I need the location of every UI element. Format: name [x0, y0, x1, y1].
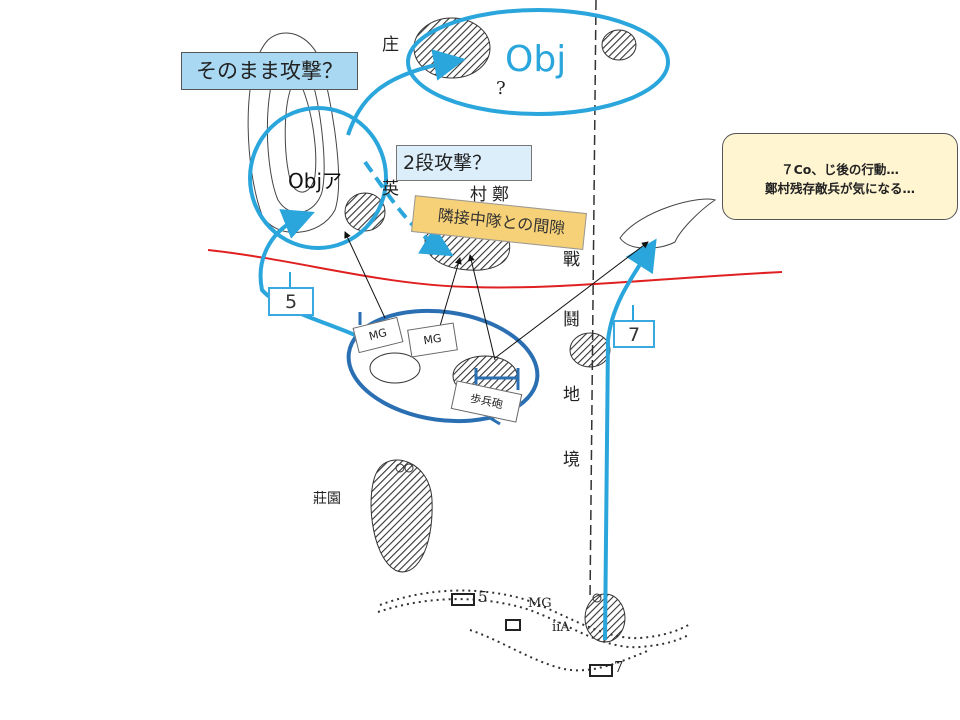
arrow-two-stage: [363, 160, 454, 257]
fire-lines: [344, 231, 649, 361]
direct-attack-callout: そのまま攻撃？: [181, 52, 358, 90]
label-zheng: 鄭: [492, 185, 509, 205]
note-callout: ７Co、じ後の行動… 鄭村残存敵兵が気になる…: [722, 133, 958, 220]
unit-7-symbol: [589, 664, 613, 677]
arrow-7-route: [603, 238, 657, 641]
unit-7-box: 7: [613, 320, 655, 348]
marker-estate-1: [395, 463, 405, 473]
label-battle: 戰: [563, 250, 580, 270]
label-ia: ⅱA: [552, 620, 570, 635]
support-ellipse: [346, 308, 540, 424]
label-mg-bottom: MG: [528, 596, 552, 611]
label-estate: 莊園: [313, 491, 341, 507]
marker-south: [592, 593, 602, 603]
label-fight: 鬪: [563, 310, 580, 330]
obj-ellipse: [406, 8, 670, 116]
mg-symbol: [505, 619, 521, 631]
label-unit-5: 5: [478, 588, 488, 606]
riverbank: [377, 589, 691, 672]
marker-estate-2: [404, 463, 414, 473]
unit-5-symbol: [451, 593, 475, 606]
label-zhuang: 庄: [382, 35, 399, 55]
east-ridge: [619, 198, 717, 249]
note-line-2: 鄭村残存敵兵が気になる…: [764, 181, 915, 196]
front-line: [207, 249, 783, 289]
arrow-to-obj: [346, 49, 466, 136]
obj-a-label: Objア: [288, 169, 342, 193]
obj-label: Obj: [505, 39, 567, 80]
boundary-line: [589, 0, 597, 601]
arrow-5-route: [258, 209, 356, 337]
estate: [370, 459, 433, 573]
village-ne: [601, 29, 637, 61]
note-line-1: ７Co、じ後の行動…: [781, 162, 899, 177]
unit-5-box: 5: [268, 287, 314, 316]
label-ground: 地: [563, 385, 580, 405]
hill-left-bottom: [369, 352, 421, 384]
two-stage-attack-callout: 2段攻撃？: [396, 145, 532, 181]
label-ying: 英: [382, 179, 399, 199]
label-boundary: 境: [563, 450, 580, 470]
label-question: ?: [496, 78, 506, 99]
village-east: [569, 332, 611, 368]
label-village-top: 村: [470, 185, 487, 205]
label-unit-7: 7: [614, 658, 624, 676]
obj-a-ellipse: [248, 106, 388, 250]
